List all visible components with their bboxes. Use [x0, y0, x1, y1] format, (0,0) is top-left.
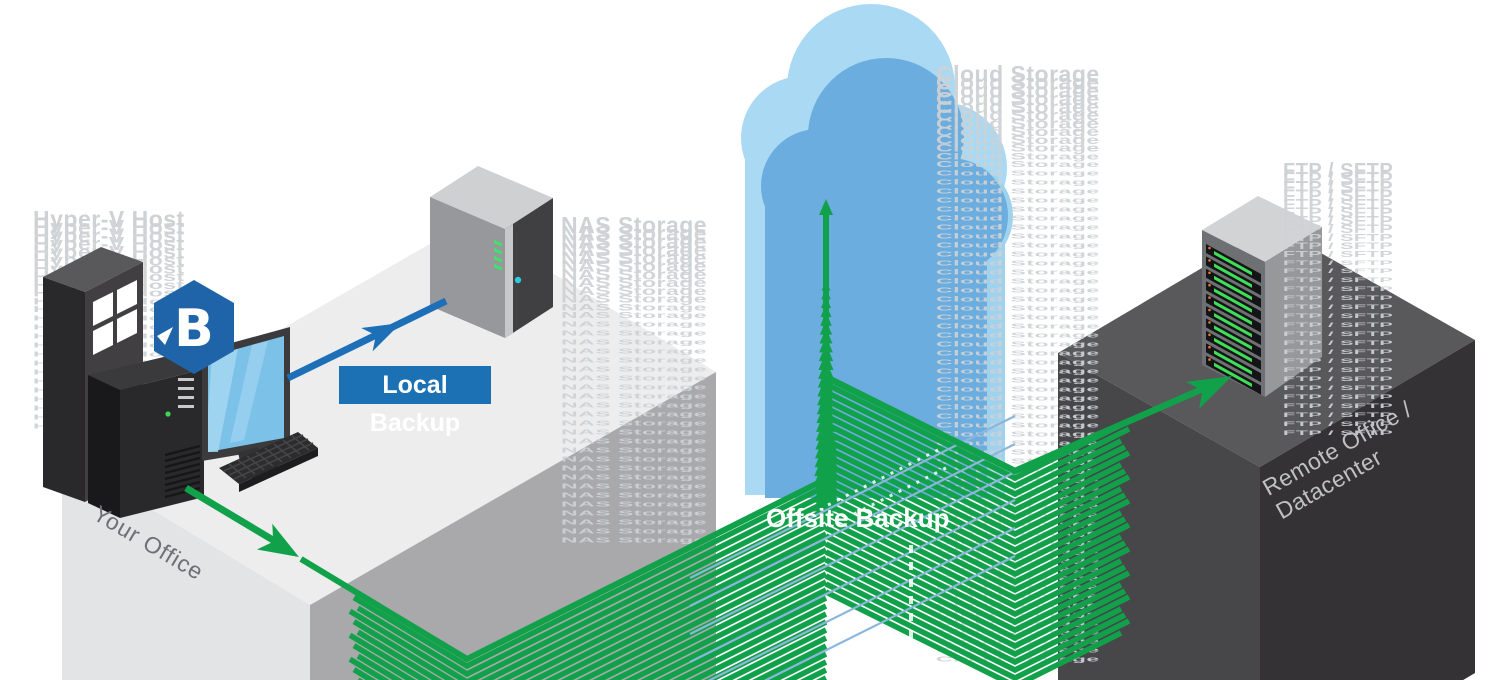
windows-logo-icon — [93, 280, 137, 355]
main-arrows — [184, 199, 1232, 663]
blue-arrow-echoes — [689, 415, 1016, 680]
cloud-icon — [741, 4, 1013, 498]
offsite-backup-arrow — [184, 199, 833, 663]
keyboard-icon — [219, 432, 318, 492]
local-backup-tag: Local Backup — [339, 366, 491, 437]
backup-logo-icon: B — [154, 280, 234, 408]
nas-device-icon — [430, 166, 553, 338]
offsite-backup-tag: Offsite Backup — [766, 503, 950, 533]
remote-arrow-echoes — [824, 381, 1131, 680]
logo-letter: B — [174, 299, 214, 359]
local-backup-arrow — [286, 297, 448, 382]
server-rack-icon — [1202, 196, 1322, 397]
remote-backup-arrow — [824, 374, 1232, 475]
dotted-echo-lines — [827, 447, 949, 680]
